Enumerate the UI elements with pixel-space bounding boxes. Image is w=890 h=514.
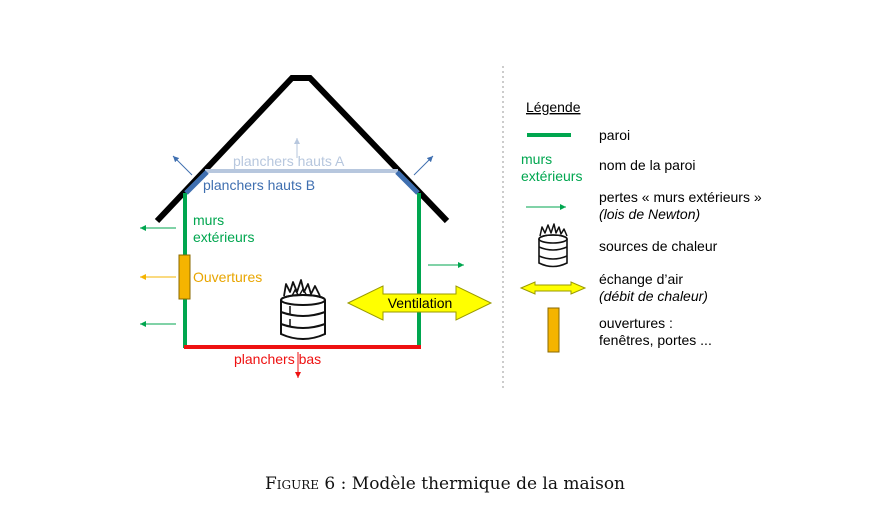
- opening-window: [178, 254, 191, 300]
- legend-nom-label: nom de la paroi: [599, 157, 696, 173]
- legend-heat-source-icon: [538, 223, 568, 268]
- heat-source-icon: [280, 279, 326, 340]
- legend-ouvertures-line1: ouvertures :: [599, 315, 673, 331]
- ceiling-b-label: planchers hauts B: [203, 177, 315, 193]
- ceiling-b-left-segment: [184, 170, 209, 195]
- legend-air-exchange-icon: [519, 281, 587, 295]
- legend-ouvertures-line2: fenêtres, portes ...: [599, 332, 712, 348]
- opening-label: Ouvertures: [193, 269, 262, 285]
- ventilation-arrow: [346, 285, 493, 321]
- legend-pertes-line2: (lois de Newton): [599, 206, 700, 222]
- roof: [154, 75, 450, 224]
- legend-paroi-label: paroi: [599, 127, 630, 143]
- legend-echange-line2: (débit de chaleur): [599, 288, 708, 304]
- ventilation-label: Ventilation: [388, 295, 453, 311]
- legend-pertes-line1: pertes « murs extérieurs »: [599, 189, 762, 205]
- figure-caption-separator: :: [335, 474, 352, 494]
- ceiling-b-left-loss-arrow: [172, 155, 193, 176]
- floor-label: planchers bas: [234, 351, 321, 367]
- figure-caption-text: Modèle thermique de la maison: [351, 474, 626, 494]
- walls-label-line2: extérieurs: [193, 229, 254, 245]
- figure-caption-label: Figure 6: [264, 474, 336, 494]
- figure-caption: Figure 6 : Modèle thermique de la maison: [0, 474, 890, 494]
- legend-title: Légende: [526, 99, 581, 115]
- ceiling-b-right-loss-arrow: [413, 155, 434, 176]
- legend-sources-label: sources de chaleur: [599, 238, 718, 254]
- legend-opening-swatch: [547, 307, 560, 353]
- ceiling-b-right-segment: [395, 170, 420, 195]
- legend-echange-line1: échange d’air: [599, 271, 683, 287]
- legend: Légende paroi murs extérieurs nom de la …: [519, 99, 762, 353]
- legend-nom-sample-line2: extérieurs: [521, 168, 582, 184]
- walls-label-line1: murs: [193, 212, 224, 228]
- ceiling-a-label: planchers hauts A: [233, 153, 345, 169]
- legend-nom-sample-line1: murs: [521, 151, 552, 167]
